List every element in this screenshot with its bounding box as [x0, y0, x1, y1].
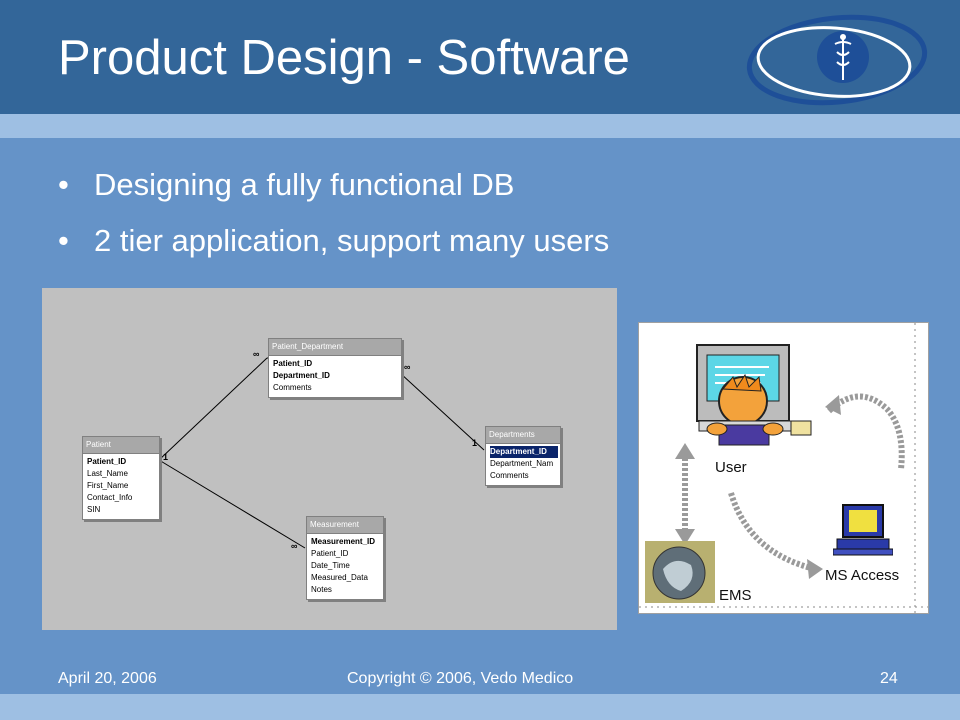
architecture-diagram: User EMS MS Access [638, 322, 929, 614]
table-field: Measured_Data [311, 573, 368, 582]
relation-label-one: 1 [472, 438, 478, 448]
table-field: Comments [273, 383, 312, 392]
table-field: Date_Time [311, 561, 350, 570]
table-departments[interactable]: Departments Department_ID Department_Nam… [485, 426, 561, 486]
table-field: Department_Nam [490, 459, 554, 468]
table-field: Department_ID [273, 371, 330, 380]
table-field: Notes [311, 585, 332, 594]
footer-strip [0, 694, 960, 720]
table-field: Contact_Info [87, 493, 133, 502]
table-patient-department[interactable]: Patient_Department Patient_ID Department… [268, 338, 402, 398]
bullet-marker: • [58, 167, 69, 202]
bullet-marker: • [58, 223, 69, 258]
table-header: Patient_Department [269, 339, 401, 356]
footer-page-number: 24 [880, 670, 898, 687]
user-label: User [715, 459, 747, 476]
footer-copyright: Copyright © 2006, Vedo Medico [347, 670, 574, 687]
ems-label: EMS [719, 587, 752, 604]
table-field: Patient_ID [273, 359, 313, 368]
ems-globe-icon [645, 541, 715, 603]
user-computer-icon [696, 344, 812, 446]
table-header: Departments [486, 427, 560, 444]
architecture-illustration [639, 323, 928, 613]
slide-title: Product Design - Software [58, 31, 630, 85]
vedo-medico-logo-icon [746, 14, 928, 106]
table-header: Patient [83, 437, 159, 454]
table-header: Measurement [307, 517, 383, 534]
table-field: Measurement_ID [311, 537, 376, 546]
database-relationship-diagram: Patient Patient_ID Last_Name First_Name … [42, 288, 617, 630]
table-field: Department_ID [490, 446, 558, 458]
header-bar [0, 0, 960, 114]
table-field: First_Name [87, 481, 129, 490]
bullet-text: Designing a fully functional DB [94, 167, 515, 202]
table-field: Patient_ID [311, 549, 349, 558]
relation-label-many: ∞ [291, 541, 298, 551]
footer-date: April 20, 2006 [58, 670, 157, 687]
relation-label-many: ∞ [404, 362, 411, 372]
header-strip [0, 114, 960, 138]
table-patient[interactable]: Patient Patient_ID Last_Name First_Name … [82, 436, 160, 520]
relationship-lines [158, 357, 485, 549]
relation-label-many: ∞ [253, 349, 260, 359]
ms-access-label: MS Access [825, 567, 900, 584]
table-field: Last_Name [87, 469, 128, 478]
table-measurement[interactable]: Measurement Measurement_ID Patient_ID Da… [306, 516, 384, 600]
table-field: SIN [87, 505, 101, 514]
table-field: Comments [490, 471, 529, 480]
ms-access-computer-icon [833, 504, 893, 556]
relation-label-one: 1 [163, 452, 169, 462]
bullet-text: 2 tier application, support many users [94, 223, 610, 258]
table-field: Patient_ID [87, 457, 127, 466]
